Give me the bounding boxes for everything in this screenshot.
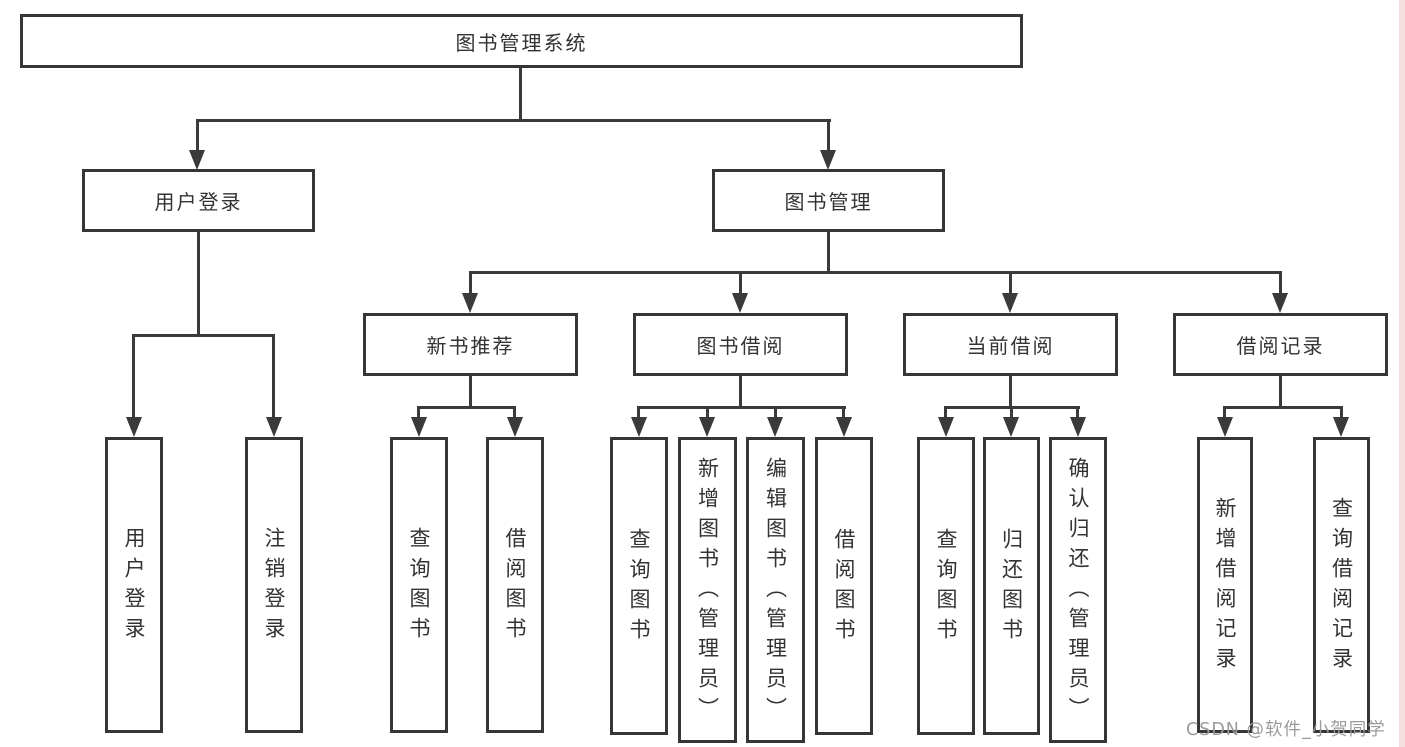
leaf-query-books-recommend: 查询图书	[390, 437, 448, 733]
connector-s4-c2	[1340, 406, 1343, 420]
arrow-down-icon	[462, 293, 478, 313]
arrow-down-icon	[411, 417, 427, 437]
connector-mgmt-drop	[827, 232, 830, 274]
node-current-borrow: 当前借阅	[903, 313, 1118, 376]
connector-s3-c1	[944, 406, 947, 420]
leaf-add-book-admin: 新增图书（管理员）	[678, 437, 737, 743]
arrow-down-icon	[1217, 417, 1233, 437]
arrow-down-icon	[1003, 417, 1019, 437]
node-new-book-recommend: 新书推荐	[363, 313, 578, 376]
connector-to-book-management	[827, 119, 830, 152]
connector-to-leaf-user-login	[132, 334, 135, 420]
arrow-down-icon	[126, 417, 142, 437]
connector-root-split	[196, 119, 831, 122]
arrow-down-icon	[631, 417, 647, 437]
leaf-user-login: 用户登录	[105, 437, 163, 733]
arrow-down-icon	[732, 293, 748, 313]
arrow-down-icon	[1002, 293, 1018, 313]
leaf-confirm-return-admin: 确认归还（管理员）	[1049, 437, 1107, 743]
right-edge-strip	[1399, 0, 1405, 747]
leaf-return-books: 归还图书	[983, 437, 1040, 735]
connector-s1-drop	[469, 376, 472, 408]
connector-to-book-borrow	[739, 271, 742, 297]
connector-s4-drop	[1279, 376, 1282, 408]
connector-s4-c1	[1223, 406, 1226, 420]
connector-s3-c3	[1076, 406, 1079, 420]
connector-to-current-borrow	[1009, 271, 1012, 297]
arrow-down-icon	[1272, 293, 1288, 313]
arrow-down-icon	[189, 150, 205, 170]
arrow-down-icon	[767, 417, 783, 437]
connector-s1-split	[417, 406, 516, 409]
connector-to-new-book	[469, 271, 472, 297]
connector-to-leaf-logout	[272, 334, 275, 420]
arrow-down-icon	[266, 417, 282, 437]
leaf-logout: 注销登录	[245, 437, 303, 733]
csdn-watermark: CSDN @软件_小贺同学	[1186, 720, 1386, 740]
leaf-query-books-borrow: 查询图书	[610, 437, 668, 735]
node-library-management-system: 图书管理系统	[20, 14, 1023, 68]
connector-to-user-login	[196, 119, 199, 152]
connector-s4-split	[1223, 406, 1343, 409]
connector-s2-drop	[739, 376, 742, 408]
arrow-down-icon	[699, 417, 715, 437]
connector-s2-split	[637, 406, 846, 409]
arrow-down-icon	[1070, 417, 1086, 437]
connector-s2-c2	[706, 406, 709, 420]
leaf-query-books-current: 查询图书	[917, 437, 975, 735]
arrow-down-icon	[836, 417, 852, 437]
node-borrow-records: 借阅记录	[1173, 313, 1388, 376]
connector-root-drop	[519, 68, 522, 121]
leaf-add-borrow-record: 新增借阅记录	[1197, 437, 1253, 733]
connector-user-drop	[197, 232, 200, 336]
connector-s3-drop	[1009, 376, 1012, 408]
node-user-login: 用户登录	[82, 169, 315, 232]
connector-s2-c4	[842, 406, 845, 420]
connector-s3-c2	[1010, 406, 1013, 420]
connector-s2-c3	[774, 406, 777, 420]
connector-mgmt-split	[469, 271, 1282, 274]
node-book-management: 图书管理	[712, 169, 945, 232]
arrow-down-icon	[1333, 417, 1349, 437]
leaf-edit-book-admin: 编辑图书（管理员）	[746, 437, 805, 743]
connector-s1-c1	[417, 406, 420, 420]
leaf-borrow-books-recommend: 借阅图书	[486, 437, 544, 733]
arrow-down-icon	[938, 417, 954, 437]
arrow-down-icon	[507, 417, 523, 437]
connector-to-borrow-records	[1279, 271, 1282, 297]
node-book-borrow: 图书借阅	[633, 313, 848, 376]
connector-s2-c1	[637, 406, 640, 420]
leaf-borrow-books: 借阅图书	[815, 437, 873, 735]
connector-s1-c2	[513, 406, 516, 420]
leaf-query-borrow-record: 查询借阅记录	[1313, 437, 1370, 733]
arrow-down-icon	[820, 150, 836, 170]
connector-user-split	[132, 334, 275, 337]
